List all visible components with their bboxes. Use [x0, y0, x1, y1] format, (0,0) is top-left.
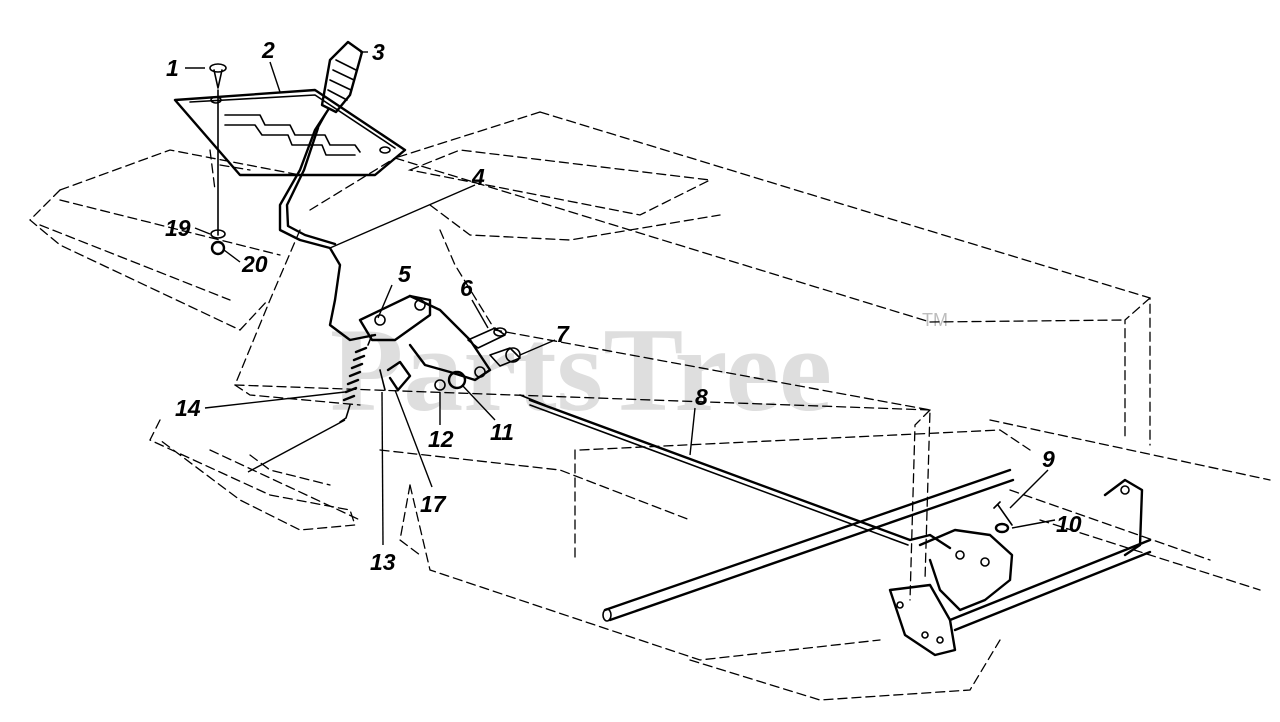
- callout-14: 14: [175, 395, 201, 421]
- spring: [339, 334, 373, 423]
- callout-6: 6: [460, 275, 473, 301]
- washer-nut: [434, 370, 467, 391]
- shift-knob: [320, 40, 364, 114]
- callout-labels: 1 2 3 4 5 6 7 8 9 10 11 12 13 14 17 19 2…: [165, 37, 1082, 575]
- plate-screw: [209, 63, 227, 89]
- callout-8: 8: [695, 384, 708, 410]
- callout-4: 4: [471, 164, 485, 190]
- callout-7: 7: [556, 321, 570, 347]
- control-rod: [519, 394, 952, 550]
- callout-1: 1: [166, 55, 179, 81]
- callout-2: 2: [261, 37, 275, 63]
- callout-9: 9: [1042, 446, 1055, 472]
- callout-17: 17: [420, 491, 447, 517]
- shift-plate: [173, 88, 407, 177]
- callout-10: 10: [1056, 511, 1082, 537]
- callout-12: 12: [428, 426, 454, 452]
- pin: [467, 327, 507, 349]
- shift-lever-rod: [278, 108, 377, 342]
- rear-bracket: [888, 478, 1152, 657]
- callout-20: 20: [241, 251, 268, 277]
- leader-lines: [185, 51, 1056, 546]
- callout-19: 19: [165, 215, 191, 241]
- watermark-trademark: TM: [922, 310, 948, 330]
- callout-3: 3: [372, 39, 385, 65]
- callout-13: 13: [370, 549, 396, 575]
- cross-shaft: [602, 468, 1015, 622]
- callout-5: 5: [398, 261, 412, 287]
- plate-bolt-hardware: [210, 89, 226, 256]
- watermark-text: PartsTree: [330, 303, 832, 436]
- link-clip: [379, 360, 412, 392]
- bracket-bolt: [993, 501, 1013, 534]
- callout-11: 11: [490, 419, 514, 445]
